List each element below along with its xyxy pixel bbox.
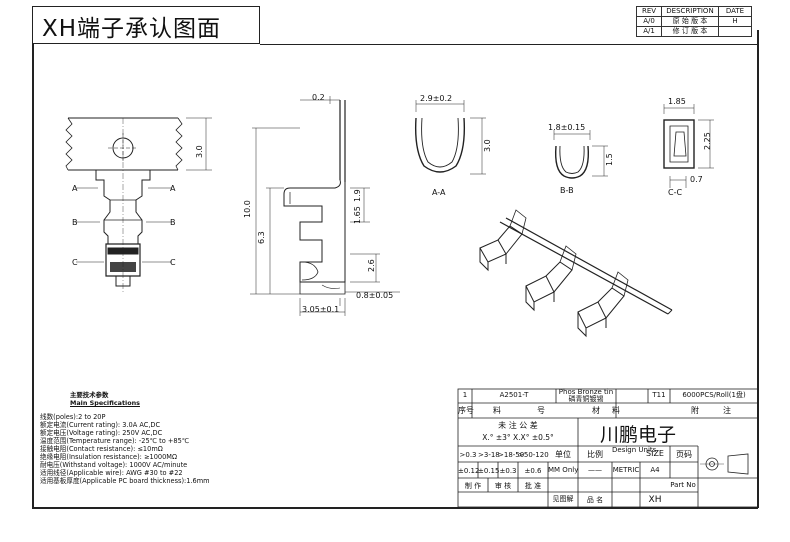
tb-row1-material: Phos Bronze tin	[558, 388, 614, 396]
tb-row1-material-cn: 磷青铜镀锡	[568, 395, 604, 403]
view-label-aa: A-A	[432, 188, 446, 197]
spec-line: 额定电压(Voltage rating): 250V AC,DC	[40, 429, 163, 437]
tb-tol-value: ±0.6	[524, 467, 542, 475]
specifications-block: 主要技术参数 Main Specifications 线数(poles):2 t…	[40, 390, 250, 485]
spec-list: 线数(poles):2 to 20P 额定电流(Current rating):…	[40, 413, 250, 485]
dim-side-lower: 6.3	[257, 231, 266, 244]
tb-row1-note: 6000PCS/Roll(1盘)	[682, 391, 746, 399]
spec-title-cn: 主要技术参数	[70, 391, 109, 399]
tb-name-label: 品 名	[586, 496, 604, 504]
spec-line: 耐电压(Withstand voltage): 1000V AC/minute	[40, 461, 188, 469]
tb-part-label-2: 号	[537, 406, 545, 415]
section-cc	[663, 104, 714, 188]
section-bb	[553, 130, 608, 179]
dim-aa-width: 2.9±0.2	[420, 94, 452, 103]
spec-line: 接触电阻(Contact resistance): ≤10mΩ	[40, 445, 163, 453]
tb-made-by: 制 作	[464, 482, 482, 490]
view-label-bb: B-B	[560, 186, 574, 195]
tb-company-name: 川鹏电子	[599, 424, 676, 446]
tb-scale-label: 比例	[587, 450, 603, 459]
tb-tol-range: >3-18	[478, 451, 500, 459]
revision-row: A/1 修 订 版 本	[636, 26, 752, 37]
frame-top-border	[260, 44, 758, 45]
dim-aa-height: 3.0	[483, 139, 492, 152]
tb-seq-label: 序号	[458, 406, 474, 415]
frame-left-border	[32, 44, 34, 508]
dim-cc-height: 2.25	[703, 132, 712, 150]
drawing-title: XH端子承认图面	[42, 16, 222, 42]
section-aa	[414, 100, 486, 175]
tb-page-label: 页码	[676, 450, 692, 459]
section-label-b-left: B	[72, 218, 78, 227]
tb-material-label-1: 材	[592, 406, 600, 415]
tb-row1-qty: T11	[652, 391, 666, 399]
spec-line: 适用基板厚度(Applicable PC board thickness):1.…	[40, 477, 210, 485]
tb-tol-range: >50-120	[518, 451, 549, 459]
tb-design-units-value: METRIC	[612, 466, 640, 474]
dim-side-pitch: 3.05±0.1	[302, 305, 339, 314]
dim-cc-width: 1.85	[668, 97, 686, 106]
title-block-grid	[457, 388, 759, 508]
tb-drawing-label: 见图解	[552, 495, 574, 503]
tb-scale-value: ——	[588, 466, 602, 474]
frame-right-border	[757, 30, 759, 508]
tb-unit-label: 单位	[555, 450, 571, 459]
tb-name-value: XH	[648, 495, 662, 505]
section-label-a-right: A	[170, 184, 176, 193]
section-label-a-left: A	[72, 184, 78, 193]
view-label-cc: C-C	[668, 188, 682, 197]
tb-part-no-label: Part No	[670, 481, 696, 489]
frame-bottom-border	[32, 507, 758, 509]
spec-line: 额定电流(Current rating): 3.0A AC,DC	[40, 421, 161, 429]
tb-note-label-2: 注	[723, 406, 731, 415]
tb-tol-value: ±0.12	[458, 467, 480, 475]
tb-tolerance-main: X.° ±3° X.X° ±0.5°	[482, 433, 554, 442]
title-box	[32, 6, 260, 44]
tb-tol-range: >0.3	[459, 451, 477, 459]
spec-line: 绝缘电阻(Insulation resistance): ≥1000MΩ	[40, 453, 178, 461]
section-label-c-left: C	[72, 258, 78, 267]
dim-side-top: 0.2	[312, 93, 325, 102]
tb-unit-value: MM Only	[548, 466, 579, 474]
tb-tol-value: ±0.3	[499, 467, 517, 475]
dim-side-upper: 1.9	[353, 189, 362, 202]
tb-part-label-1: 料	[493, 406, 501, 415]
revision-table: REV DESCRIPTION DATE A/0 原 始 版 本 H A/1 修…	[636, 6, 752, 37]
dim-bb-width: 1.8±0.15	[548, 123, 585, 132]
reel-isometric-view	[479, 209, 673, 338]
tb-tol-value: ±0.15	[478, 467, 500, 475]
dim-side-slot: 1.65	[353, 206, 362, 224]
dim-cc-inner: 0.7	[690, 175, 703, 184]
dim-side-total: 10.0	[243, 200, 252, 218]
tb-size-label: SIZE	[646, 449, 664, 458]
tb-reviewed: 审 核	[494, 482, 512, 490]
tb-tolerance-title: 未 注 公 差	[498, 421, 538, 430]
tb-note-label-1: 附	[691, 406, 699, 415]
dim-side-offset: 0.8±0.05	[356, 291, 393, 300]
spec-line: 温度范围(Temperature range): -25℃ to +85℃	[40, 437, 190, 445]
side-view	[250, 96, 400, 316]
dim-front-height: 3.0	[195, 145, 204, 158]
tb-tol-range: >18-50	[498, 451, 525, 459]
tb-material-label-2: 料	[612, 406, 620, 415]
tb-design-units-label: Design Units	[612, 446, 657, 454]
tb-row1-part: A2501-T	[499, 391, 529, 399]
tb-row1-no: 1	[462, 391, 468, 399]
date-cell	[718, 26, 752, 37]
tb-size-value: A4	[650, 466, 660, 474]
section-label-c-right: C	[170, 258, 176, 267]
tb-approved: 批 准	[524, 482, 542, 490]
spec-title-en: Main Specifications	[70, 399, 140, 407]
spec-line: 线数(poles):2 to 20P	[40, 413, 106, 421]
dim-bb-height: 1.5	[605, 153, 614, 166]
dim-side-spring: 2.6	[367, 259, 376, 272]
front-view	[65, 117, 212, 294]
spec-line: 适用线径(Applicable wire): AWG #30 to #22	[40, 469, 183, 477]
section-label-b-right: B	[170, 218, 176, 227]
